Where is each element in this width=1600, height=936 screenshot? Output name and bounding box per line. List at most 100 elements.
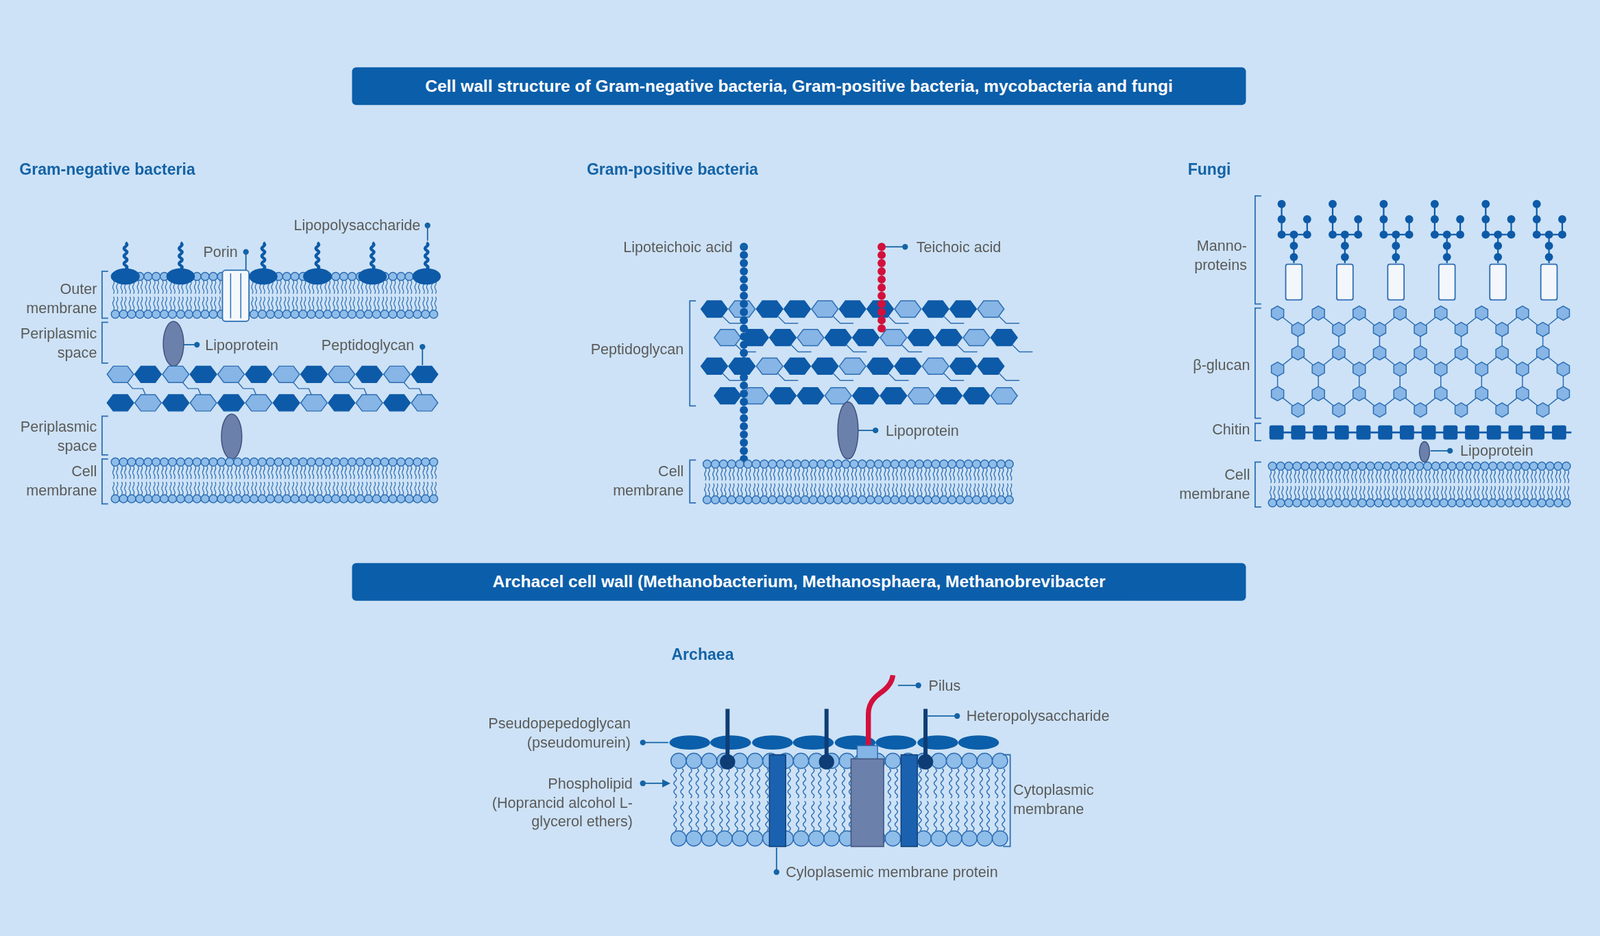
lipid-tail (1305, 470, 1308, 484)
lipid-head (1521, 462, 1530, 471)
peptidoglycan-unit (977, 357, 1005, 375)
membrane-protein (769, 755, 786, 848)
lipid-tail (300, 296, 302, 310)
lipid-tail (410, 280, 412, 294)
lipid-tail (876, 468, 878, 481)
lipoprotein-shape (837, 401, 859, 459)
lipid-tail (1469, 486, 1472, 500)
lipid-head (1382, 499, 1391, 508)
lipid-tail (381, 466, 384, 480)
lipid-head (372, 310, 381, 319)
lipid-tail (287, 466, 290, 480)
lipid-tail (251, 481, 253, 495)
lipid-tail (128, 481, 131, 495)
lipid-tail (961, 468, 963, 481)
lipid-tail (1555, 486, 1557, 500)
glucan-unit (1393, 386, 1406, 402)
lipid-tail (381, 280, 384, 294)
leader-dot (243, 248, 249, 255)
part-label: Peptidoglycan (571, 340, 685, 360)
section-heading: Archaea (671, 645, 876, 665)
lipid-tail (965, 468, 968, 481)
lipid-tail (300, 466, 302, 480)
lipid-tail (189, 296, 192, 310)
lipid-tail (226, 466, 229, 480)
lipid-head (396, 457, 406, 467)
lipid-tail (924, 468, 927, 481)
lipid-tail (434, 481, 436, 495)
lipid-head (931, 459, 940, 469)
lipid-tail (851, 468, 853, 481)
lipid-tail (341, 481, 343, 495)
lipid-head (168, 494, 177, 504)
lipid-tail (137, 296, 139, 310)
lipid-head (355, 310, 365, 319)
lipid-tail (422, 466, 425, 480)
lipid-tail (1498, 470, 1500, 484)
lipid-tail (928, 483, 931, 497)
lipid-head (866, 459, 875, 469)
lipid-head (961, 753, 977, 769)
lipid-head (405, 272, 414, 281)
heteropolysaccharide-chain (824, 709, 829, 762)
lipid-bilayer (703, 459, 1014, 504)
lipid-head (388, 272, 397, 281)
lipid-tail (1322, 486, 1324, 500)
part-label: Peptidoglycan (306, 335, 415, 356)
lipid-tail (753, 483, 755, 497)
lipid-head (1284, 499, 1293, 508)
lipid-head (923, 459, 932, 469)
glucan-unit (1312, 386, 1325, 402)
crosslink (181, 381, 201, 397)
lipid-head (1505, 462, 1514, 471)
lipid-tail (170, 466, 172, 480)
lipid-tail (1330, 486, 1332, 500)
mannose-unit (1303, 215, 1312, 224)
lipid-bilayer (1268, 462, 1571, 507)
lipid-tail (1534, 486, 1537, 500)
peptidoglycan-unit (811, 300, 839, 318)
lipid-tail (839, 483, 841, 497)
lipid-head (882, 495, 892, 504)
lipid-tail (941, 769, 944, 799)
lipid-head (776, 459, 785, 469)
lipid-tail (1286, 470, 1288, 484)
lipid-tail (369, 466, 371, 480)
lipid-head (143, 494, 153, 504)
lipid-tail (1420, 486, 1422, 500)
lipid-tail (876, 483, 878, 497)
lipid-tail (786, 483, 788, 497)
lipid-tail (165, 296, 167, 310)
lipoteichoic-unit (739, 348, 748, 358)
lipid-head (298, 494, 308, 504)
part-label: Cyloplasemic membrane protein (785, 863, 1051, 883)
lipid-tail (818, 801, 822, 831)
pilus-base (856, 745, 878, 761)
lipid-head (405, 494, 414, 504)
lipid-tail (990, 468, 992, 481)
lipid-tail (904, 468, 906, 481)
lipoteichoic-unit (739, 283, 748, 293)
lipid-head (225, 457, 234, 467)
lipid-head (800, 459, 809, 469)
chitin-unit (1530, 425, 1545, 441)
lipid-tail (833, 801, 837, 831)
lipid-head (1423, 499, 1432, 508)
lipid-head (1309, 462, 1318, 471)
lipid-head (429, 494, 439, 504)
lipoteichoic-unit (739, 381, 748, 391)
lipid-tail (1428, 470, 1430, 484)
lipid-tail (1433, 486, 1435, 500)
peptidoglycan-unit (411, 394, 439, 412)
lipid-head (372, 457, 381, 467)
lps-chain (261, 242, 265, 270)
peptidoglycan-unit (935, 329, 963, 347)
mannose-unit (1443, 230, 1452, 239)
lipid-tail (186, 296, 188, 310)
lipid-tail (749, 468, 751, 481)
lipid-tail (956, 769, 960, 799)
lipid-tail (765, 468, 768, 481)
lipid-head (915, 495, 924, 504)
mannose-unit (1379, 230, 1388, 239)
lipid-tail (328, 280, 330, 294)
